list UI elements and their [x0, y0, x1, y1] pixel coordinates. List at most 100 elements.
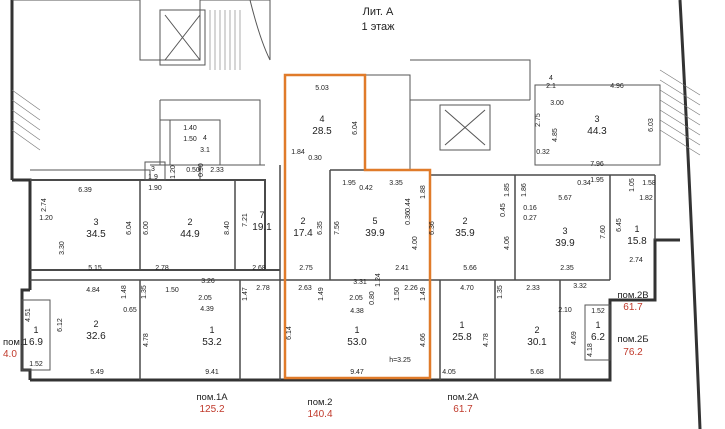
dim-label: 1.49 [318, 287, 325, 301]
room-number: 5 [372, 216, 377, 226]
dim-label: 1.35 [141, 285, 148, 299]
dim-label: 1.58 [642, 180, 656, 187]
room-area: 17.4 [293, 228, 313, 239]
dim-label: 4.51 [25, 308, 32, 322]
room-area: 34.5 [86, 229, 106, 240]
room-area: 44.3 [587, 126, 607, 137]
room-area: 30.1 [527, 337, 547, 348]
dim-label: 2.78 [256, 285, 270, 292]
stair-hatch [209, 10, 241, 70]
room-area: 44.9 [180, 229, 200, 240]
dim-label: 1.35 [497, 285, 504, 299]
ceiling-height: h=3.25 [389, 357, 411, 364]
dim-label: 4.05 [442, 369, 456, 376]
dim-label: 3.30 [59, 241, 66, 255]
dim-label: 1.82 [639, 195, 653, 202]
room-number: 4 [549, 75, 553, 82]
dim-label: 6.12 [57, 318, 64, 332]
dim-label: 1.85 [504, 183, 511, 197]
dim-label: 0.34 [577, 180, 591, 187]
dim-label: 0.27 [523, 215, 537, 222]
dim-label: 4.66 [420, 333, 427, 347]
dim-label: 0.45 [500, 203, 507, 217]
room-number: 2 [300, 216, 305, 226]
title-line1: Лит. А [363, 6, 394, 18]
premises-name: пом.1А [196, 392, 228, 403]
room-area: 32.6 [86, 331, 106, 342]
dim-label: 7.96 [590, 161, 604, 168]
room-area: 53.0 [347, 337, 367, 348]
room-number: 1 [459, 320, 464, 330]
dim-label: 1.40 [183, 125, 197, 132]
dim-label: 7.60 [600, 225, 607, 239]
room-number: 3 [594, 114, 599, 124]
premises-labels: пом.1А 125.2 пом.2 140.4 пом.2А 61.7 пом… [3, 290, 649, 420]
room-area: 28.5 [312, 126, 332, 137]
dim-label: 1.50 [183, 136, 197, 143]
dim-label: 3.00 [550, 100, 564, 107]
dim-label: 4.96 [610, 83, 624, 90]
room-area: 15.8 [627, 236, 647, 247]
room-area: 25.8 [452, 332, 472, 343]
dim-label: 4.78 [143, 333, 150, 347]
dim-label: 0.50 [186, 167, 200, 174]
dim-label: 6.00 [143, 221, 150, 235]
dim-label: 6.03 [648, 118, 655, 132]
dim-label: 0.90 [198, 163, 205, 177]
room-number: 1 [595, 320, 600, 330]
room-number: 4 [203, 135, 207, 142]
dim-label: 3.32 [573, 283, 587, 290]
dim-label: 5.49 [90, 369, 104, 376]
dim-label: 5.66 [463, 265, 477, 272]
dim-label: 0.32 [536, 149, 550, 156]
room-number: 2 [93, 319, 98, 329]
room-number: 1 [209, 325, 214, 335]
room-area: 6.9 [29, 337, 43, 348]
dim-label: 2.35 [560, 265, 574, 272]
dim-label: 1.90 [148, 185, 162, 192]
dim-label: 1.52 [591, 308, 605, 315]
building-walls [10, 0, 702, 429]
dim-label: 7.56 [334, 221, 341, 235]
room-number: 1 [354, 325, 359, 335]
elevator-shaft [159, 9, 206, 66]
room-area: 35.9 [455, 228, 475, 239]
dim-label: 1.86 [521, 183, 528, 197]
premises-area: 76.2 [623, 347, 643, 358]
dim-label: 1.50 [394, 287, 401, 301]
dim-label: 1.48 [121, 285, 128, 299]
dim-label: 1.05 [629, 178, 636, 192]
dim-label: 2.05 [349, 295, 363, 302]
dim-label: 4.70 [460, 285, 474, 292]
room-number: 2 [187, 217, 192, 227]
dim-label: 2.33 [210, 167, 224, 174]
dim-label: 9.47 [350, 369, 364, 376]
room-area: 1.9 [148, 174, 158, 181]
dim-label: 2.68 [252, 265, 266, 272]
dim-label: 0.42 [359, 185, 373, 192]
dim-label: 6.04 [126, 221, 133, 235]
premises-area: 61.7 [453, 404, 473, 415]
dim-label: 3.35 [389, 180, 403, 187]
dim-label: 6.36 [429, 221, 436, 235]
dim-label: 0.44 [405, 198, 412, 212]
premises-area: 4.0 [3, 349, 17, 360]
dim-label: 5.67 [558, 195, 572, 202]
dim-label: 1.20 [170, 165, 177, 179]
dim-label: 6.04 [352, 121, 359, 135]
dim-label: 3.31 [353, 279, 367, 286]
dim-label: 2.33 [526, 285, 540, 292]
room-number: 1 [33, 325, 38, 335]
dim-label: 1.50 [165, 287, 179, 294]
dim-label: 6.39 [78, 187, 92, 194]
dimension-labels: 5.03 6.04 1.84 1.95 0.42 3.35 1.88 6.39 … [25, 83, 656, 376]
premises-name: пом.1 [3, 337, 28, 348]
dim-label: 0.36 [405, 211, 412, 225]
dim-label: 2.05 [198, 295, 212, 302]
room-number: 3 [93, 217, 98, 227]
dim-label: 6.14 [286, 326, 293, 340]
room-number: 7 [259, 210, 264, 220]
dim-label: 2.10 [558, 307, 572, 314]
premises-name: пом.2Б [617, 334, 648, 345]
